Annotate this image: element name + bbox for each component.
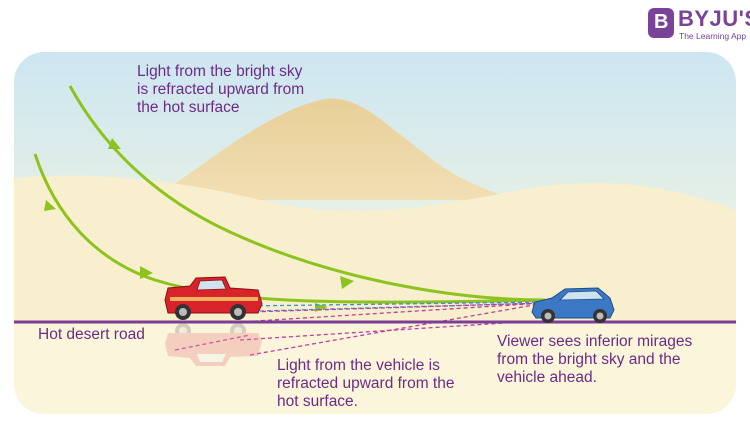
vehicle-ray-magenta	[239, 302, 546, 323]
road-label: Hot desert road	[38, 326, 145, 343]
vehicle-ray-blue	[244, 301, 546, 307]
pickup-truck	[164, 276, 263, 320]
byjus-logo: B BYJU'S The Learning App	[648, 6, 750, 44]
sky-ray-lower	[33, 153, 546, 304]
logo-name: BYJU'S	[678, 6, 750, 31]
road-shade	[14, 322, 736, 414]
viewer-label: Viewer sees inferior mirages from the br…	[497, 333, 693, 386]
vehicle-ray-magenta	[247, 302, 546, 313]
arrowhead	[340, 276, 354, 289]
arrowhead	[44, 200, 56, 211]
logo-tagline: The Learning App	[679, 31, 747, 41]
arrowhead	[140, 266, 153, 279]
vehicle-light-label: Light from the vehicle is refracted upwa…	[277, 357, 455, 410]
sky-light-label: Light from the bright sky is refracted u…	[137, 63, 305, 116]
truck-mirage-reflection	[165, 323, 262, 366]
vehicle-ray-blue	[224, 302, 546, 313]
mirage-ray-magenta	[239, 321, 521, 341]
desert-dune	[150, 98, 520, 200]
logo-badge: B	[648, 8, 674, 38]
arrowhead	[108, 138, 121, 149]
mirage-ray-magenta	[174, 334, 251, 351]
mirage-ray-magenta	[249, 302, 546, 356]
viewer-car	[531, 287, 615, 323]
logo-initial: B	[654, 11, 669, 33]
